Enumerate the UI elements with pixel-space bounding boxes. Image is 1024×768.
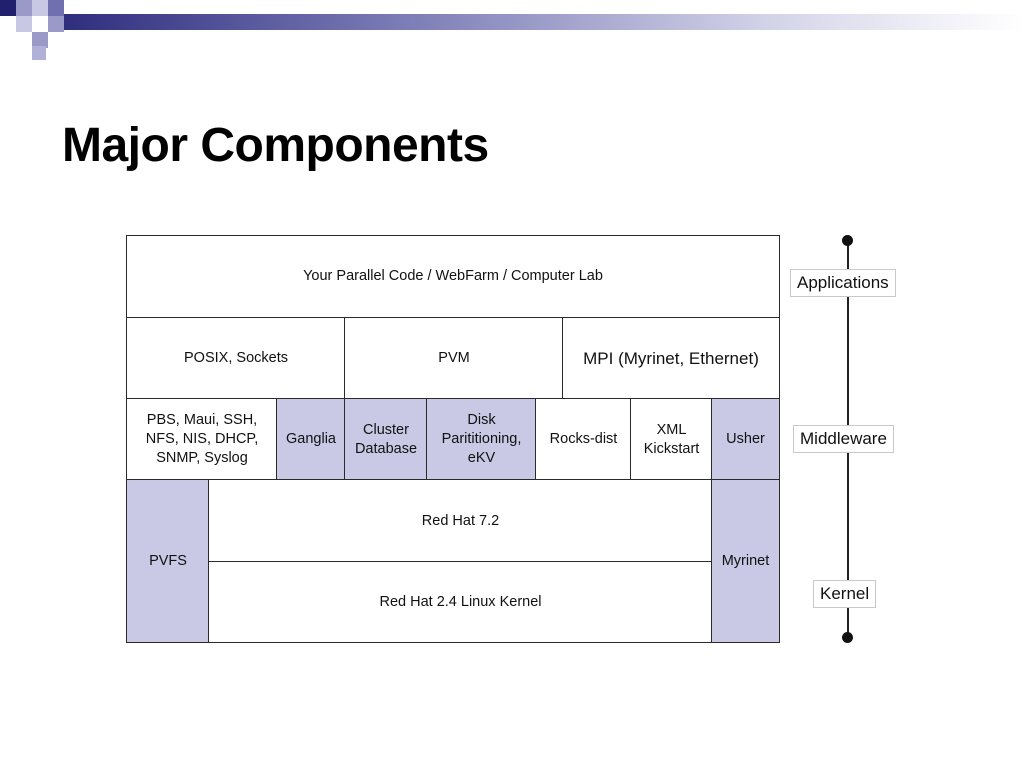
posix-sockets-cell: POSIX, Sockets: [126, 317, 346, 400]
cluster-database-cell: Cluster Database: [344, 398, 428, 481]
kernel-label: Kernel: [813, 580, 877, 608]
deco-square: [48, 16, 64, 32]
axis-bottom-dot: [842, 632, 853, 643]
redhat-os-cell: Red Hat 7.2: [208, 479, 713, 563]
deco-square: [48, 0, 64, 16]
pbs-services-cell: PBS, Maui, SSH, NFS, NIS, DHCP, SNMP, Sy…: [126, 398, 278, 481]
pvfs-cell: PVFS: [126, 479, 210, 643]
deco-square: [32, 0, 48, 16]
header-gradient-bar: [64, 14, 1024, 30]
ganglia-cell: Ganglia: [276, 398, 346, 481]
deco-square: [16, 16, 32, 32]
mpi-cell: MPI (Myrinet, Ethernet): [562, 317, 780, 400]
deco-square: [32, 32, 48, 48]
myrinet-cell: Myrinet: [711, 479, 780, 643]
middleware-label: Middleware: [793, 425, 894, 453]
usher-cell: Usher: [711, 398, 780, 481]
xml-kickstart-cell: XML Kickstart: [630, 398, 713, 481]
axis-top-dot: [842, 235, 853, 246]
deco-square: [0, 0, 16, 16]
disk-partitioning-cell: Disk Parititioning, eKV: [426, 398, 537, 481]
rocks-dist-cell: Rocks-dist: [535, 398, 632, 481]
applications-label: Applications: [790, 269, 896, 297]
deco-square: [16, 0, 32, 16]
deco-square: [32, 46, 46, 60]
applications-cell: Your Parallel Code / WebFarm / Computer …: [126, 235, 780, 318]
pvm-cell: PVM: [344, 317, 564, 400]
page-title: Major Components: [62, 119, 489, 172]
linux-kernel-cell: Red Hat 2.4 Linux Kernel: [208, 561, 713, 643]
